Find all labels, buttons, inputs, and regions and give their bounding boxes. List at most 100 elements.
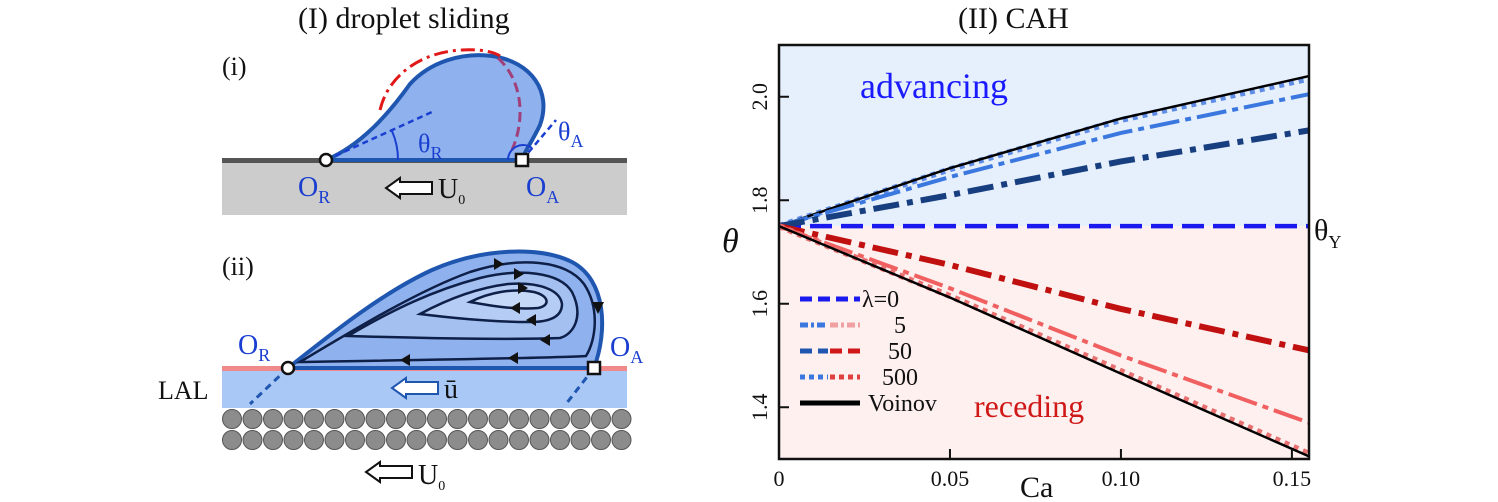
particle-substrate: [222, 409, 632, 450]
substrate-velocity-arrow-ii: [364, 460, 413, 484]
x-axis-label: Ca: [1020, 471, 1053, 502]
lubricant-velocity-arrow: [390, 376, 439, 400]
receding-region: [779, 226, 1309, 459]
substrate-particle: [365, 409, 386, 429]
series-advancing-5: [778, 92, 1310, 229]
right-panel-title: (II) CAH: [958, 2, 1069, 35]
y-tick-label: 1.4: [747, 394, 772, 422]
substrate-particle: [324, 409, 345, 429]
u0-label-i: U0: [438, 174, 465, 208]
subpanel-label-i: (i): [222, 52, 247, 81]
u0-label-ii: U0: [418, 460, 445, 494]
streamline-arrow-6: [400, 354, 410, 366]
substrate-particle: [550, 430, 570, 450]
receding-label: receding: [974, 388, 1084, 424]
substrate-particle: [283, 430, 304, 450]
y-tick-label: 1.8: [747, 187, 772, 215]
receding-contact-point-ii: [280, 360, 296, 376]
substrate-particle: [345, 430, 365, 450]
series-layer: [777, 74, 1311, 458]
extension-line-left: [248, 366, 290, 406]
substrate-particle: [406, 430, 427, 450]
plot-frame: [777, 43, 1311, 461]
o-a-label-ii: OA: [610, 332, 643, 367]
substrate-particle: [222, 409, 242, 429]
substrate-particle: [591, 409, 611, 429]
o-r-label-ii: OR: [238, 330, 270, 365]
x-tick-label: 0.05: [931, 466, 970, 491]
streamline-arrow-3: [518, 282, 528, 294]
panel-i-diagram: (i) θR θA OR OA U0: [222, 48, 627, 215]
substrate-particle: [529, 409, 550, 429]
substrate-particle: [591, 430, 611, 450]
substrate-particle: [345, 409, 365, 429]
lal-label: LAL: [158, 376, 209, 405]
series-receding-Voinov: [778, 224, 1310, 458]
substrate-particle: [468, 409, 488, 429]
substrate-particle: [550, 409, 570, 429]
substrate-particle: [611, 430, 632, 450]
streamline-arrow-7: [540, 334, 550, 346]
droplet-shape: [325, 53, 546, 162]
y-axis-label: θ: [722, 223, 739, 260]
streamline-arrow-8: [526, 314, 536, 326]
substrate-particle: [570, 430, 591, 450]
substrate-particle: [427, 430, 447, 450]
receding-contact-point: [318, 152, 334, 168]
substrate-particle: [611, 409, 632, 429]
series-advancing-Voinov: [778, 74, 1310, 228]
substrate-particle: [406, 409, 427, 429]
reference-cap-red: [378, 48, 501, 111]
substrate-particle: [304, 430, 324, 450]
x-tick-label: 0.15: [1273, 466, 1312, 491]
streamline-arrow-4: [592, 302, 604, 314]
substrate-particle: [488, 409, 509, 429]
streamline-arrow-1: [494, 258, 504, 270]
legend-label: 5: [894, 313, 906, 339]
substrate-particle: [324, 430, 345, 450]
legend-label: Voinov: [868, 391, 937, 417]
tangent-line-advancing: [521, 119, 557, 161]
substrate-particle: [242, 430, 263, 450]
x-tick-label: 0.10: [1102, 466, 1141, 491]
legend-label: λ=0: [862, 287, 899, 313]
substrate-particle: [263, 430, 283, 450]
substrate-particle: [386, 409, 406, 429]
left-panel-title: (I) droplet sliding: [298, 2, 510, 35]
theta-a-arc: [507, 144, 533, 161]
substrate-particle: [283, 409, 304, 429]
o-a-label-i: OA: [526, 172, 559, 207]
series-receding-50: [778, 223, 1310, 354]
extension-line-right: [564, 367, 596, 405]
substrate-particle: [570, 409, 591, 429]
substrate-particle: [242, 409, 263, 429]
y-tick-label: 1.6: [747, 290, 772, 318]
substrate-particle: [386, 430, 406, 450]
substrate-particle: [427, 409, 447, 429]
substrate-particle: [365, 430, 386, 450]
advancing-label: advancing: [860, 66, 1008, 106]
subpanel-label-ii: (ii): [222, 252, 254, 281]
substrate-particle: [509, 409, 529, 429]
substrate-particle: [509, 430, 529, 450]
substrate-velocity-arrow-i: [384, 176, 433, 200]
streamline-core: [466, 289, 548, 310]
theta-r-arc: [391, 130, 400, 161]
theta-a-label: θA: [558, 117, 583, 151]
legend-label: 50: [888, 339, 912, 365]
streamline-arrow-5: [508, 352, 518, 364]
advancing-contact-point: [514, 152, 530, 168]
substrate-particle: [529, 430, 550, 450]
substrate-particle: [468, 430, 488, 450]
y-tick-label: 2.0: [747, 83, 772, 111]
ticks-layer: 0 0.05 0.10 0.15 1.4 1.6 1.8 2.0: [747, 83, 1311, 491]
advancing-contact-point-ii: [586, 360, 602, 376]
ubar-label: ū: [444, 374, 458, 405]
substrate-particle: [488, 430, 509, 450]
reference-cap-purple: [496, 56, 522, 151]
legend-label: 500: [882, 365, 918, 391]
substrate-particle: [447, 430, 468, 450]
streamline-arrow-9: [510, 302, 520, 314]
x-tick-label: 0: [774, 466, 785, 491]
